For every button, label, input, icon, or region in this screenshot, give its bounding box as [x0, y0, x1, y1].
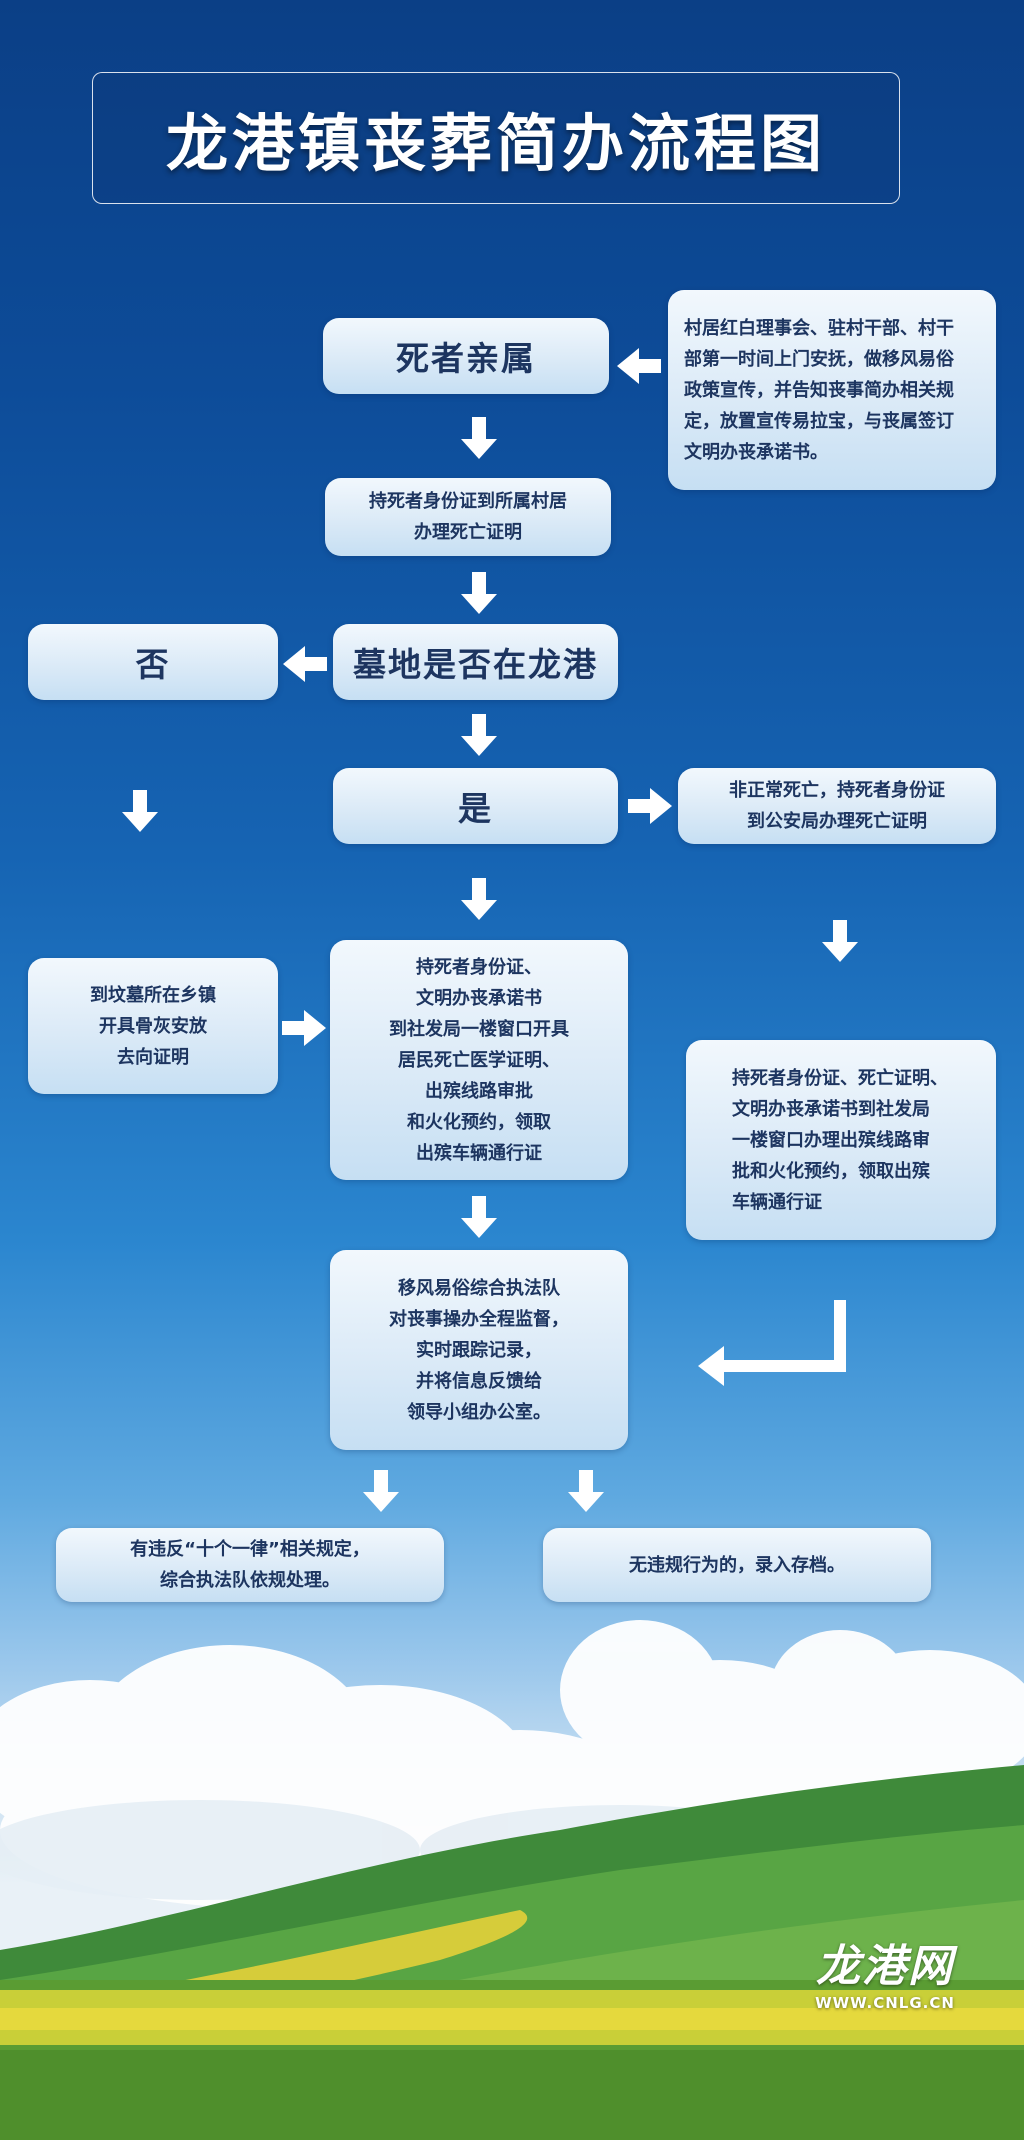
arrow-down-relatives-to-certificate — [461, 417, 497, 459]
node-abnormal-death: 非正常死亡，持死者身份证 到公安局办理死亡证明 — [678, 768, 996, 844]
node-violation-label: 有违反“十个一律”相关规定， 综合执法队依规处理。 — [130, 1539, 370, 1591]
node-no-violation-label: 无违规行为的，录入存档。 — [629, 1554, 845, 1576]
arrow-right-yes-to-abnormal — [628, 788, 672, 824]
node-death-certificate-label: 持死者身份证到所属村居 办理死亡证明 — [369, 491, 567, 543]
node-village-notice-label: 村居红白理事会、驻村干部、村干 部第一时间上门安抚，做移风易俗 政策宣传，并告知… — [684, 317, 954, 463]
node-social-bureau-label: 持死者身份证、 文明办丧承诺书 到社发局一楼窗口开具 居民死亡医学证明、 出殡线… — [389, 956, 569, 1164]
arrow-down-bureau-to-supervision — [461, 1196, 497, 1238]
node-death-certificate: 持死者身份证到所属村居 办理死亡证明 — [325, 478, 611, 556]
arrow-down-yes-to-bureau — [461, 878, 497, 920]
flower-field-illustration — [0, 1980, 1024, 2140]
arrow-down-to-no-violation — [568, 1470, 604, 1512]
node-relatives: 死者亲属 — [323, 318, 609, 394]
node-supervision-label: 移风易俗综合执法队 对丧事操办全程监督， 实时跟踪记录， 并将信息反馈给 领导小… — [389, 1277, 569, 1423]
arrow-elbow-abnormal-to-supervision — [694, 1300, 850, 1390]
arrow-down-no-branch — [122, 790, 158, 832]
node-township-certificate: 到坟墓所在乡镇 开具骨灰安放 去向证明 — [28, 958, 278, 1094]
arrow-down-certificate-to-question — [461, 572, 497, 614]
node-no-label: 否 — [135, 645, 171, 684]
node-township-certificate-label: 到坟墓所在乡镇 开具骨灰安放 去向证明 — [90, 984, 216, 1068]
node-social-bureau: 持死者身份证、 文明办丧承诺书 到社发局一楼窗口开具 居民死亡医学证明、 出殡线… — [330, 940, 628, 1180]
node-relatives-label: 死者亲属 — [396, 339, 536, 378]
watermark: 龙港网 WWW.CNLG.CN — [795, 1930, 975, 2012]
node-village-notice: 村居红白理事会、驻村干部、村干 部第一时间上门安抚，做移风易俗 政策宣传，并告知… — [668, 290, 996, 490]
watermark-logo: 龙港网 — [816, 1941, 954, 1992]
title-frame: 龙港镇丧葬简办流程图 — [92, 72, 900, 204]
node-abnormal-bureau: 持死者身份证、死亡证明、 文明办丧承诺书到社发局 一楼窗口办理出殡线路审 批和火… — [686, 1040, 996, 1240]
page-title: 龙港镇丧葬简办流程图 — [165, 107, 826, 180]
arrow-right-township-to-bureau — [282, 1010, 326, 1046]
node-yes: 是 — [333, 768, 618, 844]
node-violation: 有违反“十个一律”相关规定， 综合执法队依规处理。 — [56, 1528, 444, 1602]
watermark-url: WWW.CNLG.CN — [815, 1994, 955, 2012]
node-no: 否 — [28, 624, 278, 700]
arrow-left-notice-to-relatives — [617, 348, 661, 384]
arrow-down-question-to-yes — [461, 714, 497, 756]
node-cemetery-question-label: 墓地是否在龙港 — [353, 645, 598, 684]
arrow-down-to-violation — [363, 1470, 399, 1512]
node-cemetery-question: 墓地是否在龙港 — [333, 624, 618, 700]
node-yes-label: 是 — [458, 789, 493, 828]
node-no-violation: 无违规行为的，录入存档。 — [543, 1528, 931, 1602]
node-abnormal-death-label: 非正常死亡，持死者身份证 到公安局办理死亡证明 — [729, 780, 945, 832]
node-supervision: 移风易俗综合执法队 对丧事操办全程监督， 实时跟踪记录， 并将信息反馈给 领导小… — [330, 1250, 628, 1450]
arrow-down-abnormal-branch — [822, 920, 858, 962]
arrow-left-question-to-no — [283, 646, 327, 682]
node-abnormal-bureau-label: 持死者身份证、死亡证明、 文明办丧承诺书到社发局 一楼窗口办理出殡线路审 批和火… — [732, 1067, 948, 1213]
